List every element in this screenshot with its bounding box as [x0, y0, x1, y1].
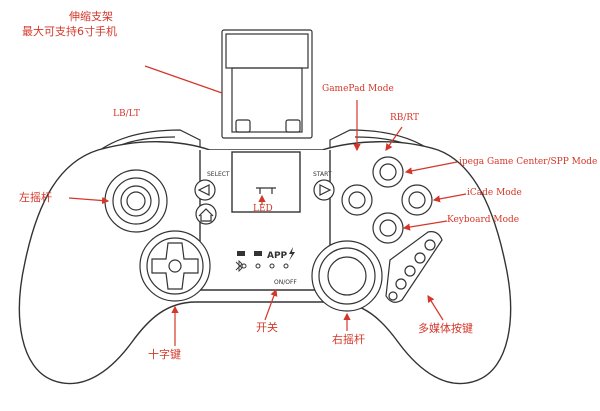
triangle-left-icon [197, 184, 210, 196]
power-switch-label: 开关 [256, 321, 278, 334]
media-buttons [385, 231, 443, 303]
lb-lt-label: LB/LT [113, 109, 140, 119]
gamepad-mode-label: GamePad Mode [322, 84, 394, 94]
phone-holder [221, 29, 313, 139]
select-label: SELECT [207, 171, 230, 178]
mode-icons-row [235, 247, 295, 273]
right-joystick [311, 240, 383, 312]
left-joystick [104, 169, 168, 233]
lightning-icon [289, 247, 295, 261]
triangle-right-icon [319, 184, 332, 196]
bluetooth-icon [235, 259, 243, 273]
rb-rt-label: RB/RT [390, 113, 420, 123]
icade-mode-label: iCade Mode [467, 188, 522, 198]
select-start-area [194, 179, 335, 201]
volume-icon [254, 251, 262, 256]
on-off-label: ON/OFF [274, 279, 297, 286]
annotation-arrows [68, 65, 467, 346]
media-keys-label: 多媒体按键 [418, 322, 473, 335]
play-icon [237, 251, 245, 256]
ipega-mode-label: ipega Game Center/SPP Mode [459, 157, 598, 167]
holder-label-line1: 伸缩支架 [69, 10, 113, 23]
app-label: APP [267, 251, 288, 261]
right-stick-label: 右摇杆 [332, 333, 365, 346]
face-buttons [341, 156, 433, 244]
start-label: START [313, 171, 332, 178]
controller-body [18, 141, 512, 385]
home-button [195, 203, 217, 225]
home-icon [198, 208, 214, 222]
keyboard-mode-label: Keyboard Mode [447, 215, 520, 225]
left-stick-label: 左摇杆 [19, 191, 52, 204]
dpad-label: 十字键 [148, 348, 181, 361]
led-indicator [256, 187, 276, 194]
holder-label-line2: 最大可支持6寸手机 [22, 25, 117, 38]
dpad [139, 230, 211, 302]
led-label: LED [253, 204, 273, 214]
